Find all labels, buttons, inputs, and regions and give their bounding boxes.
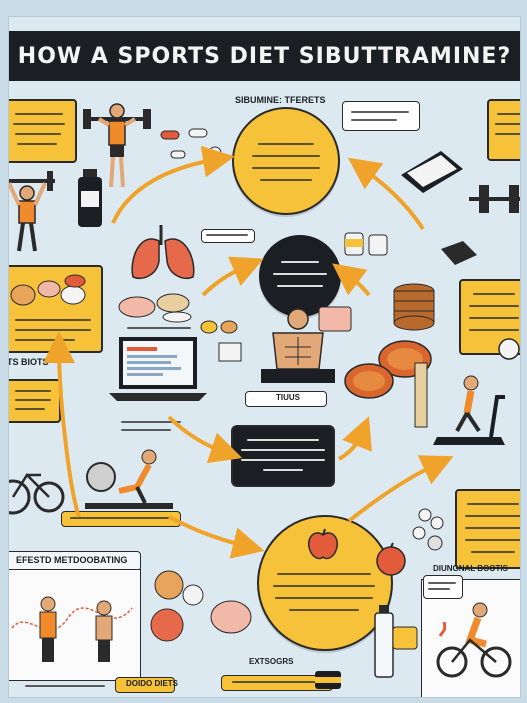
food-icon [10,274,86,306]
infographic-poster: HOW A SPORTS DIET SIBUTTRAMINE? SIBUMINE… [8,16,521,698]
laptop-chart-icon [109,337,207,401]
ruler-icon [414,362,428,428]
food-plate-icon [210,600,252,634]
apple-icon [307,528,339,560]
central-process-box [231,425,335,487]
info-circle-bottom [257,515,393,651]
flow-arrows [43,145,454,559]
weight-scale-icon [401,151,463,193]
weightlifter-icon [9,171,55,252]
monitor-caption-box: TIUUS [245,391,327,407]
extras-label: EXTSOGRS [249,657,294,666]
info-box-top-left [9,99,77,163]
pills-icon [200,320,242,362]
food-bowl-icon [318,306,352,332]
weightlifter-icon [83,103,151,188]
sports-diets-label: TS BIOTS [8,357,49,367]
info-circle-top [232,107,340,215]
diets-caption-box: DOIDO DIETS [115,677,178,693]
pills-icon [412,508,444,551]
muscle-torso-icon [261,308,335,383]
food-items-icon [150,570,204,642]
info-box-top-right [487,99,520,161]
book-icon [441,241,477,265]
stacked-plates-icon [393,283,435,331]
note-cycling [423,575,463,599]
supplement-bottle-icon [78,169,102,227]
supplement-jar-icon [315,671,341,689]
info-box-right-lower [455,489,520,569]
info-strip-bottom-left [61,511,181,527]
jars-icon [344,232,388,256]
info-box-left-mid [9,379,61,423]
monitor-caption: TIUUS [276,393,300,402]
note-lungs [201,229,255,243]
treadmill-icon [433,375,505,445]
exercise-machine-icon [85,449,173,509]
supplement-jar-icon [392,626,418,650]
page-title: HOW A SPORTS DIET SIBUTTRAMINE? [9,31,520,81]
cyclist-icon [9,473,65,515]
note-box-top [342,101,420,131]
apple-icon [376,542,406,576]
food-plates-icon [118,293,192,323]
bottom-right-heading: DIUNGNAL BOOTIS [433,564,508,573]
central-hub-circle [259,235,341,317]
info-strip-bottom-center [221,675,333,691]
effects-heading: SIBUMINE: TFERETS [235,95,326,105]
lungs-icon [131,225,195,279]
metabolism-chart-panel [9,569,141,681]
ball-icon [498,338,520,360]
barbell-icon [469,185,520,213]
